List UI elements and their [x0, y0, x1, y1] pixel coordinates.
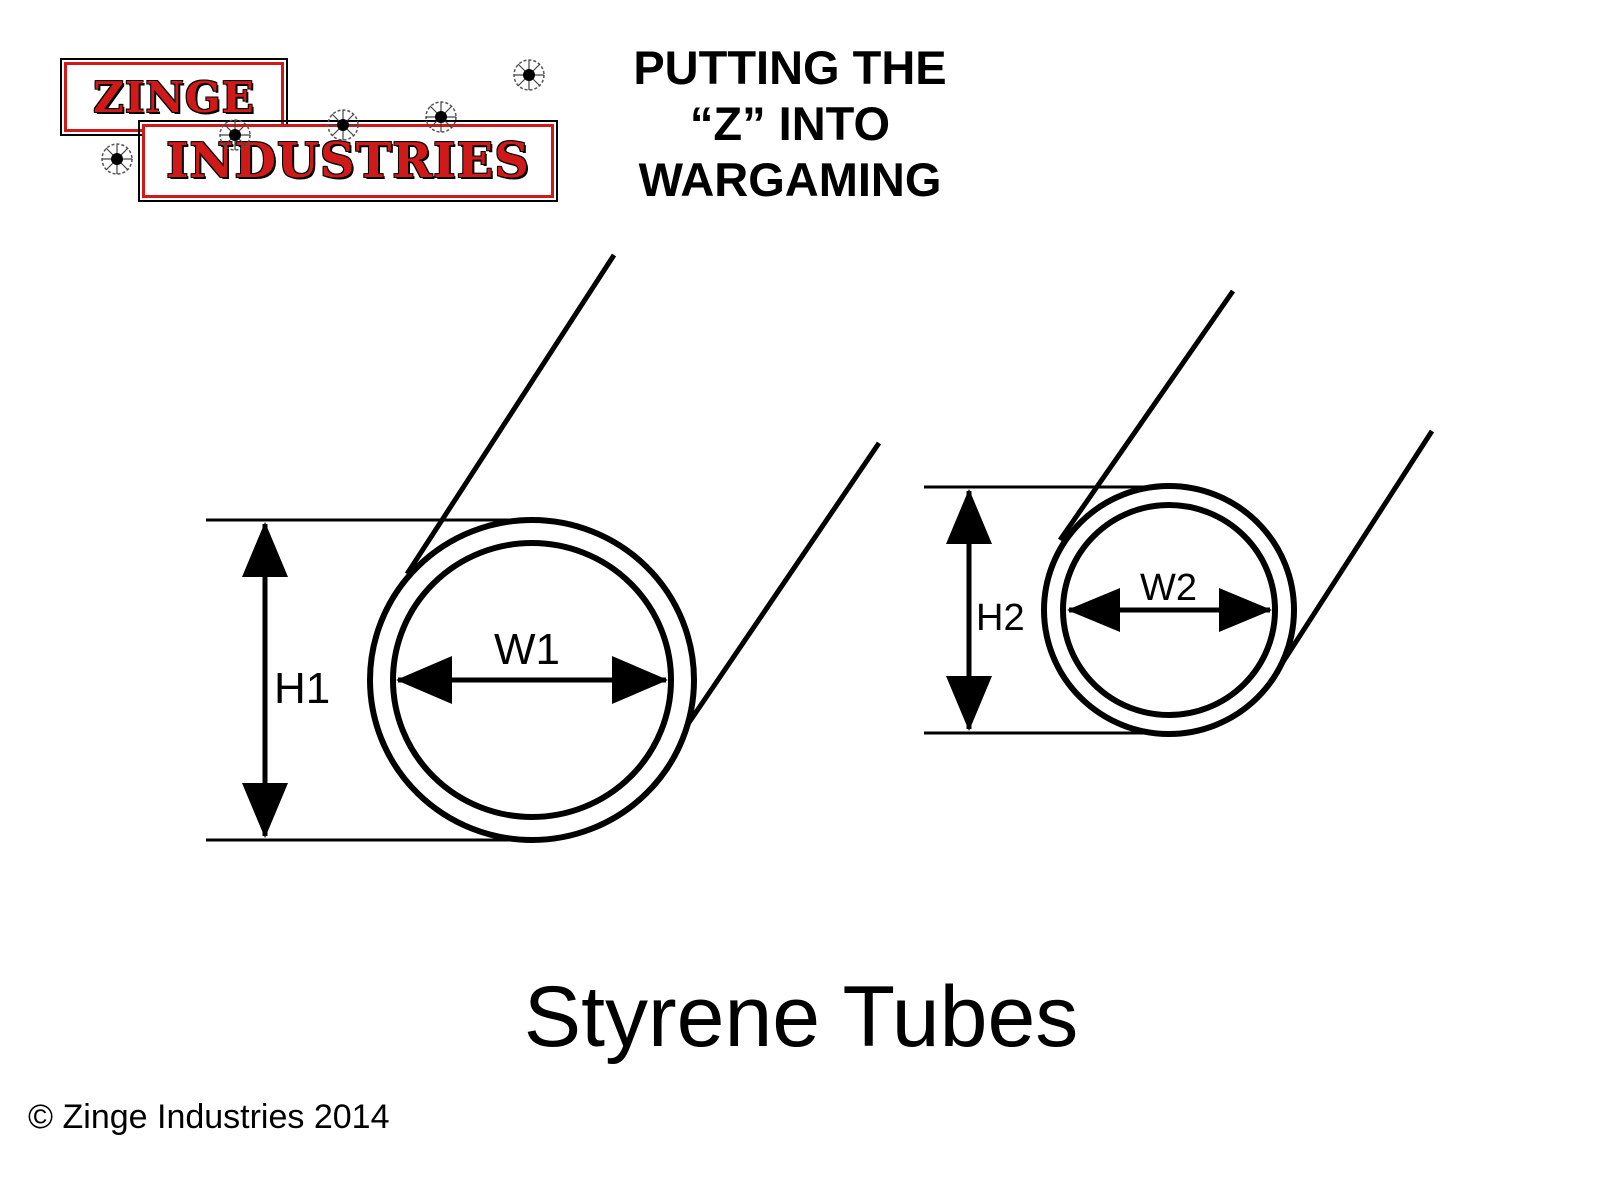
- logo-zinge-box: ZINGE: [60, 58, 288, 136]
- small-tube-top-edge: [1057, 289, 1236, 542]
- h1-arrowhead-top: [242, 522, 288, 577]
- tagline-line: WARGAMING: [638, 153, 942, 206]
- large-tube-bottom-edge: [685, 441, 882, 726]
- tagline: PUTTING THE “Z” INTO WARGAMING: [600, 40, 980, 208]
- h1-arrowhead-bottom: [242, 783, 288, 838]
- w2-arrowhead-left: [1067, 588, 1120, 632]
- h2-arrowhead-bottom: [946, 676, 992, 731]
- logo-industries-box: INDUSTRIES: [138, 120, 558, 202]
- tagline-line: PUTTING THE: [633, 41, 947, 94]
- zinge-industries-logo: ZINGE INDUSTRIES: [58, 56, 568, 206]
- bullet-hole-icon: [513, 59, 545, 91]
- h1-label: H1: [274, 664, 330, 713]
- small-tube: H2 W2: [924, 289, 1435, 737]
- w1-arrowhead-left: [396, 656, 452, 704]
- bullet-hole-icon: [101, 143, 133, 175]
- w2-label: W2: [1140, 567, 1197, 609]
- page-title: Styrene Tubes: [523, 969, 1079, 1065]
- bullet-hole-icon: [219, 119, 251, 151]
- h2-label: H2: [976, 597, 1025, 639]
- w1-arrowhead-right: [612, 656, 668, 704]
- large-tube: H1 W1: [206, 253, 882, 843]
- small-tube-bottom-edge: [1278, 429, 1435, 667]
- tagline-line: “Z” INTO: [689, 97, 891, 150]
- bullet-hole-icon: [327, 109, 359, 141]
- copyright-notice: © Zinge Industries 2014: [28, 1098, 390, 1136]
- bullet-hole-icon: [425, 101, 457, 133]
- h2-arrowhead-top: [946, 489, 992, 544]
- w1-label: W1: [494, 625, 560, 674]
- w2-arrowhead-right: [1219, 588, 1272, 632]
